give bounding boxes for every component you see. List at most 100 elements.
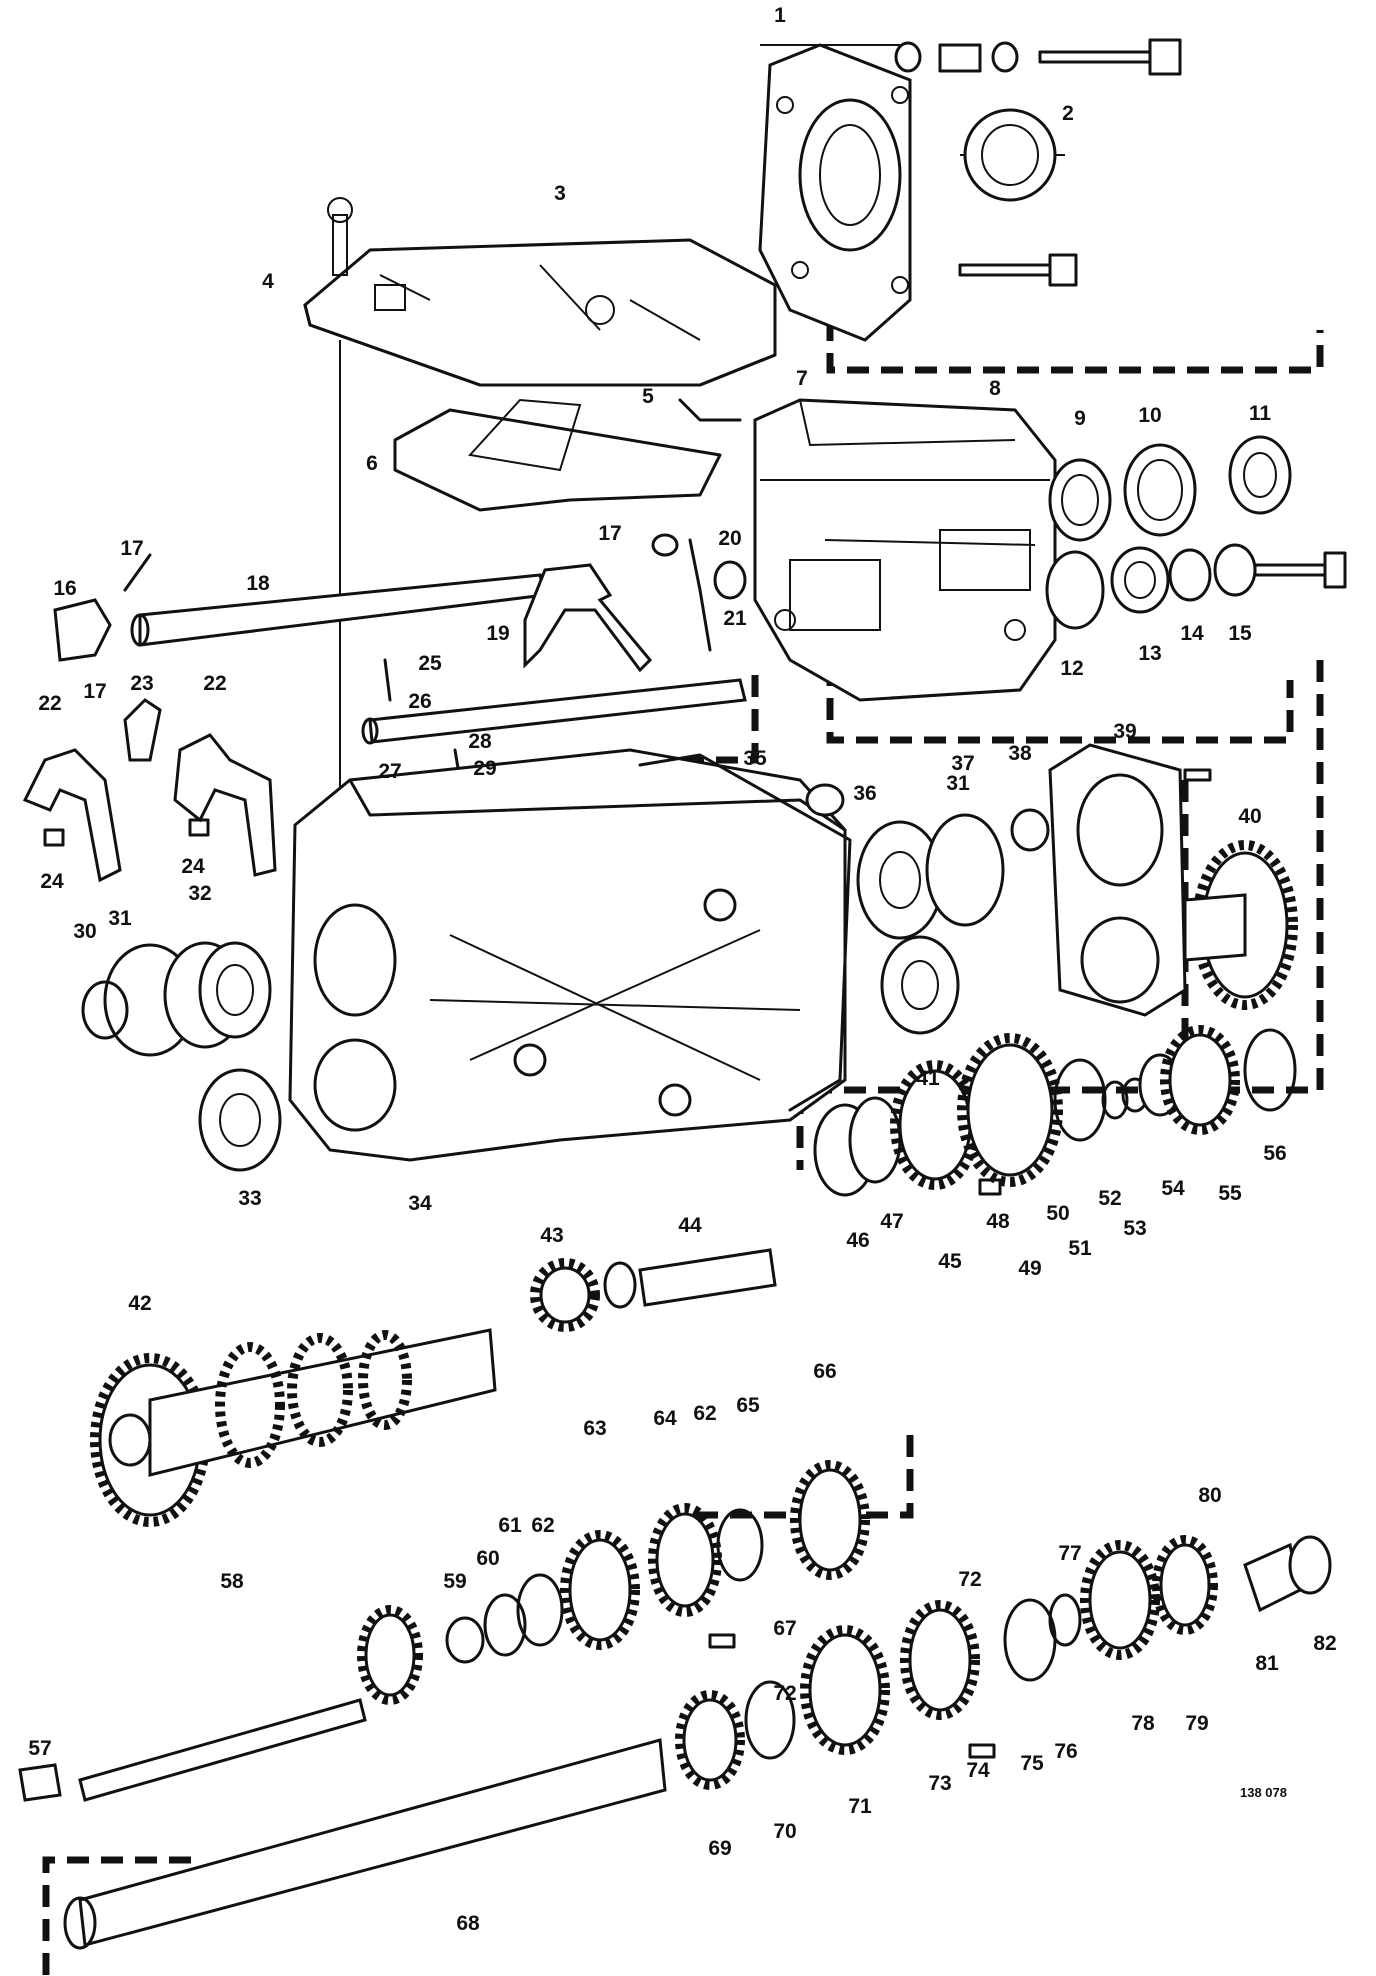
- callout-3: 3: [554, 182, 566, 205]
- callout-14: 14: [1180, 622, 1204, 645]
- callout-81: 81: [1255, 1652, 1279, 1675]
- callout-33: 33: [238, 1187, 261, 1210]
- rear-cover: [758, 38, 1182, 342]
- callout-59: 59: [443, 1570, 466, 1593]
- callout-35: 35: [743, 747, 767, 770]
- callout-74: 74: [966, 1759, 990, 1782]
- callout-21: 21: [723, 607, 747, 630]
- callout-68: 68: [456, 1912, 480, 1935]
- callout-17a: 17: [598, 522, 621, 545]
- callout-70: 70: [773, 1820, 796, 1843]
- callout-55: 55: [1218, 1182, 1242, 1205]
- selector-lever: [651, 398, 747, 652]
- callout-10: 10: [1138, 404, 1161, 427]
- callout-11: 11: [1249, 402, 1272, 425]
- callout-34: 34: [408, 1192, 432, 1215]
- callout-79: 79: [1185, 1712, 1208, 1735]
- callout-31a: 31: [108, 907, 132, 930]
- callout-62b: 62: [693, 1402, 716, 1425]
- callout-80: 80: [1198, 1484, 1221, 1507]
- bearing-set-right: [1045, 435, 1347, 630]
- callout-49: 49: [1018, 1257, 1041, 1280]
- callout-76: 76: [1054, 1740, 1077, 1763]
- callout-18: 18: [246, 572, 270, 595]
- callout-9: 9: [1074, 407, 1086, 430]
- gasket-plate: [393, 398, 722, 512]
- callout-23: 23: [130, 672, 153, 695]
- callout-69: 69: [708, 1837, 731, 1860]
- callout-40: 40: [1238, 805, 1261, 828]
- bearing-set-left: [81, 941, 282, 1172]
- callout-38: 38: [1008, 742, 1032, 765]
- callout-72a: 72: [773, 1682, 796, 1705]
- callout-53: 53: [1123, 1217, 1146, 1240]
- callout-8: 8: [989, 377, 1001, 400]
- bearing-set-middle: [805, 743, 1212, 1035]
- callout-13: 13: [1138, 642, 1161, 665]
- callout-56: 56: [1263, 1142, 1286, 1165]
- callout-50: 50: [1046, 1202, 1069, 1225]
- callout-26: 26: [408, 690, 431, 713]
- callout-41: 41: [916, 1067, 940, 1090]
- callout-22b: 22: [203, 672, 226, 695]
- synchro-group-upper: [813, 1025, 1297, 1197]
- callout-44: 44: [678, 1214, 702, 1237]
- callout-36: 36: [853, 782, 876, 805]
- main-gearbox-case: [288, 748, 847, 1162]
- callout-1: 1: [774, 4, 786, 27]
- callout-57: 57: [28, 1737, 51, 1760]
- callout-60: 60: [476, 1547, 499, 1570]
- callout-17b: 17: [120, 537, 143, 560]
- callout-19: 19: [486, 622, 509, 645]
- callout-66: 66: [813, 1360, 836, 1383]
- callout-48: 48: [986, 1210, 1010, 1233]
- callout-54: 54: [1161, 1177, 1185, 1200]
- callout-22a: 22: [38, 692, 61, 715]
- callout-29: 29: [473, 757, 496, 780]
- callout-72b: 72: [958, 1568, 981, 1591]
- callout-25: 25: [418, 652, 442, 675]
- callout-30: 30: [73, 920, 96, 943]
- callout-52: 52: [1098, 1187, 1121, 1210]
- callout-5: 5: [642, 385, 654, 408]
- callout-71: 71: [848, 1795, 872, 1818]
- callout-45: 45: [938, 1250, 962, 1273]
- callout-46: 46: [846, 1229, 869, 1252]
- callout-58: 58: [220, 1570, 244, 1593]
- top-cover: [303, 197, 777, 387]
- main-shaft-group: [63, 1535, 1332, 1950]
- input-shaft-group: [18, 1460, 870, 1802]
- callout-73: 73: [928, 1772, 951, 1795]
- shift-forks-left: [22, 698, 277, 883]
- callout-31b: 31: [946, 772, 970, 795]
- callout-77: 77: [1058, 1542, 1081, 1565]
- callout-65: 65: [736, 1394, 760, 1417]
- countershaft-42: [90, 1328, 497, 1527]
- callout-12: 12: [1060, 657, 1083, 680]
- shift-rod-lower: [361, 658, 747, 782]
- callout-67: 67: [773, 1617, 796, 1640]
- callout-39: 39: [1113, 720, 1136, 743]
- callout-6: 6: [366, 452, 378, 475]
- callout-2: 2: [1062, 102, 1074, 125]
- gear-40: [1183, 840, 1298, 1010]
- callout-37: 37: [951, 752, 974, 775]
- callout-7: 7: [796, 367, 808, 390]
- callout-24b: 24: [181, 855, 205, 878]
- callout-75: 75: [1020, 1752, 1044, 1775]
- callout-27: 27: [378, 760, 401, 783]
- callout-64: 64: [653, 1407, 677, 1430]
- seal-ring: [963, 108, 1057, 202]
- callout-82: 82: [1313, 1632, 1336, 1655]
- callout-16: 16: [53, 577, 76, 600]
- shift-rod-assembly: [53, 553, 653, 673]
- callout-62a: 62: [531, 1514, 554, 1537]
- callout-42: 42: [128, 1292, 151, 1315]
- callout-17c: 17: [83, 680, 106, 703]
- callout-51: 51: [1068, 1237, 1092, 1260]
- callout-78: 78: [1131, 1712, 1155, 1735]
- callout-61: 61: [498, 1514, 522, 1537]
- case-gasket: [638, 753, 852, 1112]
